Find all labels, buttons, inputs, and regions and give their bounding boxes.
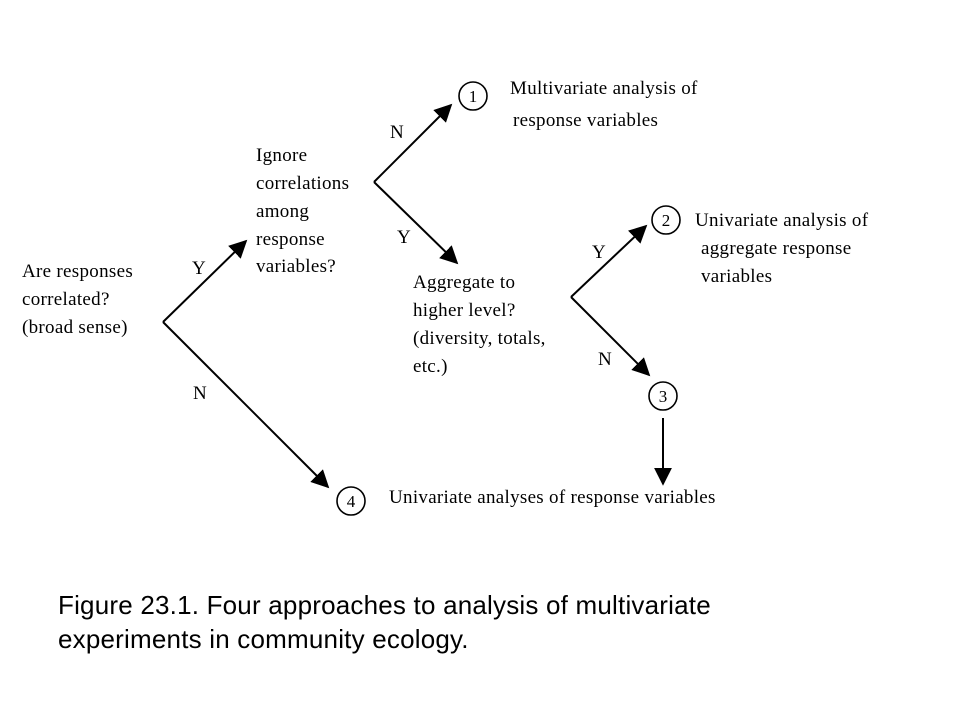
edge-start-no bbox=[162, 321, 330, 489]
outcome-2-circle: 2 bbox=[651, 205, 681, 235]
outcome-1-circle: 1 bbox=[458, 81, 488, 111]
edge-label-ignore-no: N bbox=[390, 122, 404, 143]
outcome-2-number: 2 bbox=[662, 211, 671, 230]
outcome-4-circle: 4 bbox=[336, 486, 366, 516]
node-text-line: response bbox=[256, 229, 325, 250]
edge-label-aggregate-yes: Y bbox=[592, 242, 606, 263]
outcome-text-line: Multivariate analysis of bbox=[510, 78, 698, 99]
node-text-line: variables? bbox=[256, 256, 337, 277]
node-text-line: (broad sense) bbox=[22, 317, 128, 338]
edge-label-ignore-yes: Y bbox=[397, 227, 411, 248]
node-text-line: higher level? bbox=[413, 300, 516, 321]
outcome-text-line: variables bbox=[701, 266, 773, 287]
node-text-line: among bbox=[256, 201, 310, 222]
edge-label-aggregate-no: N bbox=[598, 349, 612, 370]
outcome-text-line: aggregate response bbox=[701, 238, 852, 259]
edge-ignore-yes bbox=[373, 181, 459, 265]
edge-aggregate-no bbox=[570, 296, 651, 377]
node-text-line: Aggregate to bbox=[413, 272, 516, 293]
caption-line: Figure 23.1. Four approaches to analysis… bbox=[58, 590, 711, 620]
node-text-line: correlated? bbox=[22, 289, 110, 310]
edge-start-yes bbox=[162, 239, 248, 323]
node-text-line: Are responses bbox=[22, 261, 134, 282]
node-text-line: Ignore bbox=[256, 145, 308, 166]
edge-label-start-yes: Y bbox=[192, 258, 206, 279]
outcome-3-number: 3 bbox=[659, 387, 668, 406]
node-text-line: (diversity, totals, bbox=[413, 328, 546, 349]
edge-ignore-no bbox=[373, 103, 453, 183]
node-text-line: correlations bbox=[256, 173, 350, 194]
figure-caption: Figure 23.1. Four approaches to analysis… bbox=[58, 588, 711, 656]
outcome-4-number: 4 bbox=[347, 492, 356, 511]
edge-aggregate-yes bbox=[570, 224, 648, 298]
edge-label-start-no: N bbox=[193, 383, 207, 404]
node-text-line: etc.) bbox=[413, 356, 448, 377]
outcome-text-line: response variables bbox=[513, 110, 659, 131]
outcome-3-circle: 3 bbox=[648, 381, 678, 411]
outcome-text-line: Univariate analysis of bbox=[695, 210, 869, 231]
outcome-1-number: 1 bbox=[469, 87, 478, 106]
outcome-text-line: Univariate analyses of response variable… bbox=[389, 487, 716, 508]
caption-line: experiments in community ecology. bbox=[58, 624, 469, 654]
